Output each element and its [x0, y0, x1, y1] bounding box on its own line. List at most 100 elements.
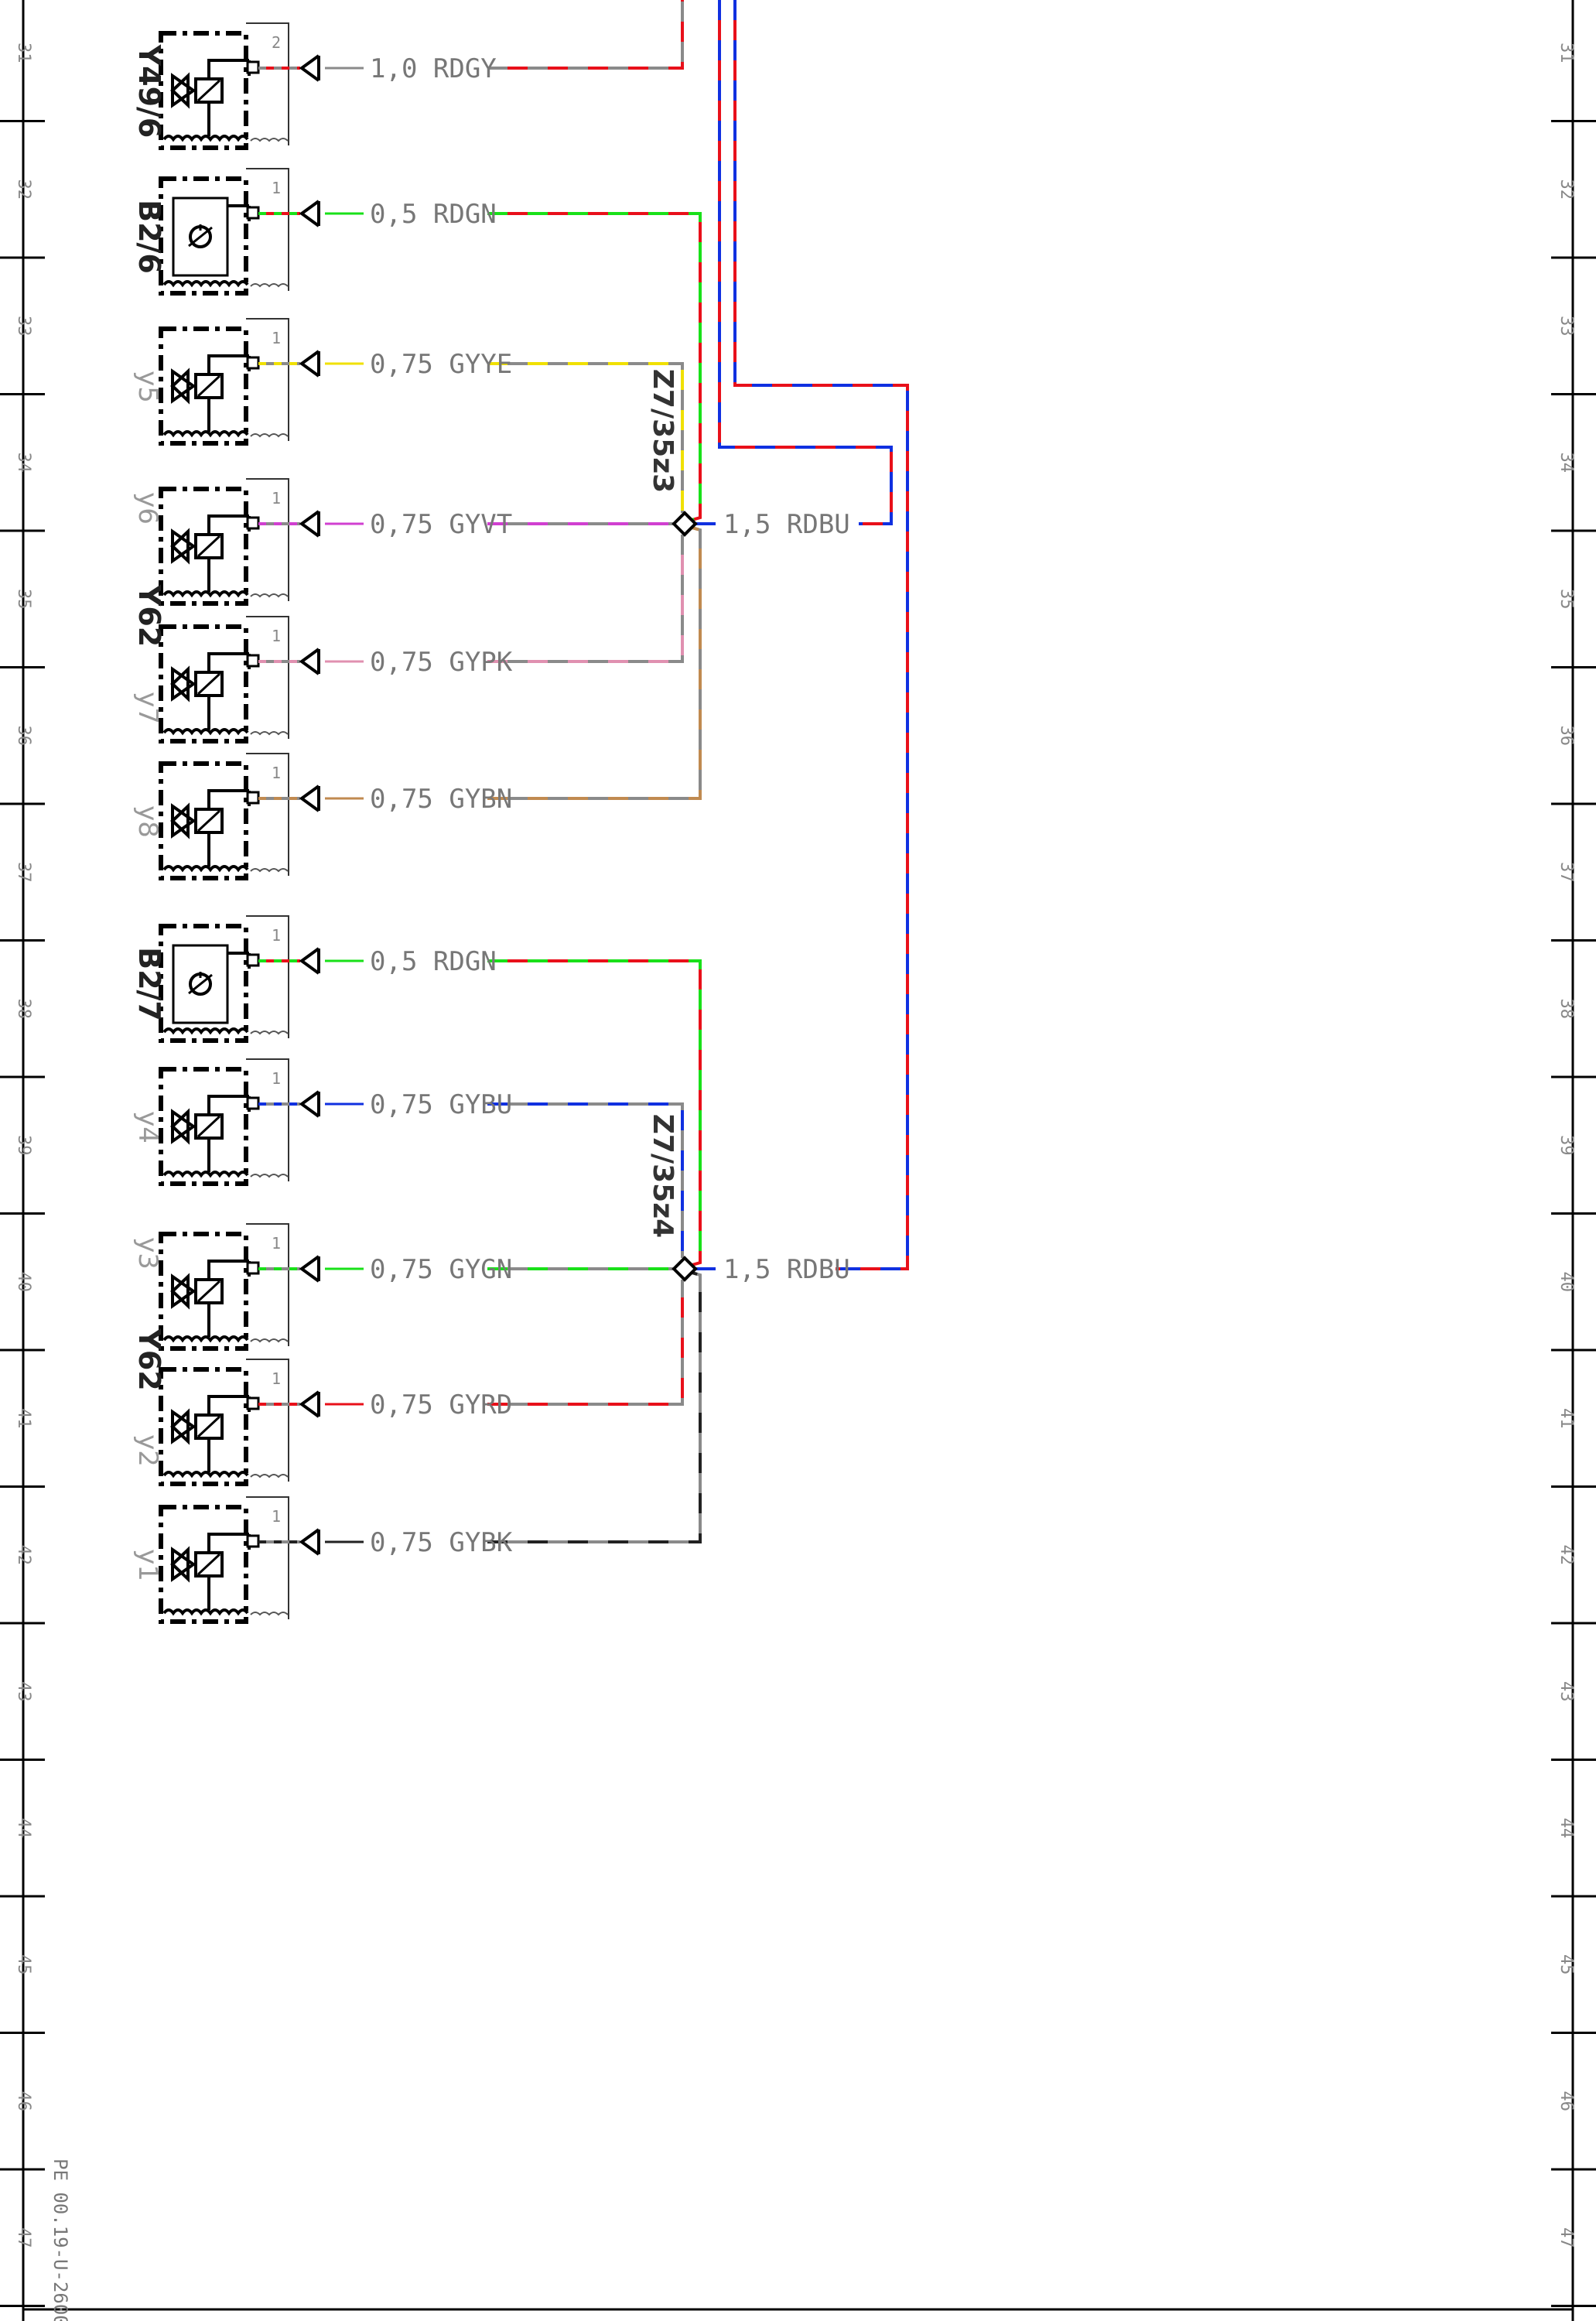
wire-b2-6 — [487, 212, 702, 522]
row-number-right: 42 — [1557, 1545, 1576, 1566]
solenoid-valve-icon — [170, 59, 251, 136]
splice-diamond-icon — [672, 511, 698, 537]
component-label: y8 — [132, 805, 163, 838]
solenoid-valve-icon — [170, 1260, 251, 1337]
wire-y49-6 — [487, 0, 684, 70]
row-number-left: 45 — [14, 1954, 33, 1975]
splice-wire-label: 1,5 RDBU — [723, 509, 850, 540]
splice-label: Z7/35z3 — [647, 369, 678, 493]
sensor-icon — [172, 944, 251, 1024]
terminal-icon — [246, 1396, 260, 1410]
terminal-icon — [246, 356, 260, 370]
row-number-right: 36 — [1557, 726, 1576, 747]
wire-label: 0,75 GYBU — [370, 1089, 512, 1120]
wire-y5 — [487, 362, 684, 513]
component-label: B2/7 — [132, 947, 166, 1021]
row-number-right: 47 — [1557, 2227, 1576, 2248]
plug-arrow-icon — [299, 510, 320, 538]
row-number-left: 42 — [14, 1545, 33, 1566]
sensor-icon — [172, 197, 251, 277]
row-number-right: 38 — [1557, 999, 1576, 1020]
terminal-icon — [246, 654, 260, 668]
solenoid-valve-icon — [170, 652, 251, 730]
terminal-icon — [246, 206, 260, 220]
wire-label: 0,75 GYBN — [370, 784, 512, 815]
row-number-left: 47 — [14, 2227, 33, 2248]
trunk-wires — [718, 0, 909, 1270]
row-number-left: 35 — [14, 589, 33, 610]
pin-number: 1 — [272, 1507, 281, 1526]
wire-y1 — [487, 1270, 702, 1543]
pin-number: 1 — [272, 627, 281, 645]
pin-number: 1 — [272, 489, 281, 508]
row-number-right: 33 — [1557, 316, 1576, 337]
row-number-left: 41 — [14, 1408, 33, 1429]
plug-arrow-icon — [299, 1255, 320, 1283]
pin-number: 1 — [272, 1369, 281, 1388]
component-label: y2 — [132, 1434, 163, 1467]
component-label: B2/6 — [132, 200, 166, 274]
component-label: y6 — [132, 492, 163, 525]
row-number-left: 44 — [14, 1818, 33, 1839]
row-number-right: 43 — [1557, 1681, 1576, 1702]
wire-label: 0,75 GYYE — [370, 349, 512, 380]
row-number-right: 31 — [1557, 43, 1576, 63]
row-number-left: 31 — [14, 43, 33, 63]
row-number-left: 34 — [14, 453, 33, 473]
wire-label: 1,0 RDGY — [370, 53, 497, 84]
plug-arrow-icon — [299, 350, 320, 378]
terminal-icon — [246, 791, 260, 805]
wire-label: 0,5 RDGN — [370, 199, 497, 230]
component-label: y3 — [132, 1237, 163, 1270]
splice-diamond-icon — [672, 1256, 698, 1282]
plug-arrow-icon — [299, 947, 320, 975]
row-number-right: 35 — [1557, 589, 1576, 610]
pin-number: 1 — [272, 329, 281, 347]
plug-arrow-icon — [299, 1090, 320, 1118]
wire-b2-7 — [487, 959, 702, 1267]
component-label: y5 — [132, 371, 163, 403]
component-y8: 1 0,75 GYBN y8 — [132, 753, 512, 880]
terminal-icon — [246, 1261, 260, 1275]
splice-1: Z7/35z3 1,5 RDBU — [647, 369, 850, 540]
wire-label: 0,75 GYBK — [370, 1527, 513, 1558]
wire-label: 0,75 GYGN — [370, 1254, 512, 1285]
row-number-left: 43 — [14, 1681, 33, 1702]
row-number-left: 46 — [14, 2091, 33, 2112]
group-label: Y62 — [132, 1328, 166, 1390]
component-y2: 1 0,75 GYRD y2 — [132, 1359, 512, 1486]
plug-arrow-icon — [299, 784, 320, 812]
wires — [487, 0, 743, 1543]
terminal-icon — [246, 60, 260, 74]
wire-y7 — [487, 535, 684, 663]
wire-label: 0,75 GYRD — [370, 1390, 512, 1420]
wire-y4 — [487, 1102, 684, 1258]
row-number-left: 38 — [14, 999, 33, 1020]
terminal-icon — [246, 1534, 260, 1548]
pin-number: 1 — [272, 926, 281, 945]
trunk-wire-1 — [718, 0, 893, 525]
component-y5: 1 0,75 GYYE y5 — [132, 318, 512, 446]
solenoid-valve-icon — [170, 789, 251, 867]
component-y3: 1 0,75 GYGN y3 — [132, 1223, 512, 1351]
pin-number: 1 — [272, 764, 281, 782]
row-number-right: 46 — [1557, 2091, 1576, 2112]
row-number-left: 40 — [14, 1272, 33, 1293]
solenoid-valve-icon — [170, 1095, 251, 1172]
component-label: y1 — [132, 1549, 163, 1581]
row-number-right: 39 — [1557, 1135, 1576, 1156]
terminal-icon — [246, 516, 260, 530]
splice-wire-label: 1,5 RDBU — [723, 1254, 850, 1285]
pin-number: 1 — [272, 1234, 281, 1253]
row-number-left: 32 — [14, 179, 33, 200]
row-number-left: 33 — [14, 316, 33, 337]
component-label: Y49/6 — [132, 44, 166, 138]
solenoid-valve-icon — [170, 1395, 251, 1472]
